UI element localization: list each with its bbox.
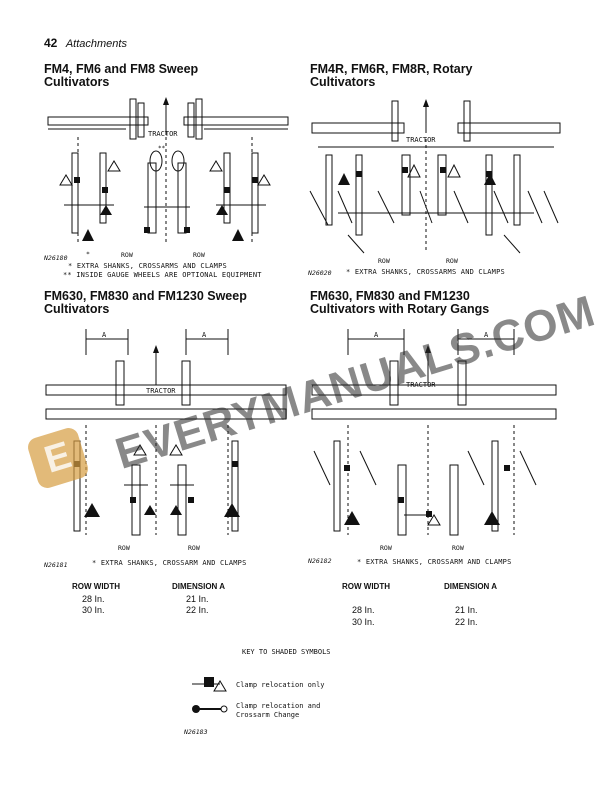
key-item-line: Clamp relocation and	[236, 702, 321, 710]
key-item-clamp-relocation: Clamp relocation only	[236, 681, 325, 689]
optional-marker: **	[158, 145, 166, 152]
row-label: ROW	[452, 544, 464, 552]
table-cell: 30 In.	[352, 617, 375, 627]
tractor-label: TRACTOR	[146, 387, 176, 395]
tractor-label: TRACTOR	[406, 381, 436, 389]
row-label: ROW	[378, 257, 390, 265]
table-header-dimension-a: DIMENSION A	[444, 582, 498, 591]
section-title-fm630-rotary: FM630, FM830 and FM1230 Cultivators with…	[310, 289, 490, 316]
section-name: Attachments	[65, 38, 127, 50]
section-title-fm4: FM4, FM6 and FM8 Sweep Cultivators	[44, 62, 199, 89]
table-cell: 21 In.	[455, 605, 478, 615]
table-cell: 21 In.	[186, 594, 209, 604]
diagram-fm4-sweep: TRACTOR **	[47, 97, 289, 245]
diagram-fm630-rotary: A A TRACTOR	[311, 329, 557, 536]
key-item-crossarm-change: Clamp relocation and Crossarm Change	[236, 702, 320, 720]
row-label: ROW	[121, 251, 133, 259]
table-cell: 22 In.	[455, 617, 478, 627]
page-header: 42 Attachments	[44, 34, 127, 52]
section-title-fm4r: FM4R, FM6R, FM8R, Rotary Cultivators	[310, 62, 473, 89]
row-label: ROW	[446, 257, 458, 265]
table-cell: 30 In.	[82, 605, 105, 615]
clamp-relocation-symbol	[192, 677, 227, 692]
figure-id-key: N26183	[184, 728, 208, 736]
note-extra-shanks: * EXTRA SHANKS, CROSSARMS AND CLAMPS	[346, 268, 505, 276]
row-label: ROW	[380, 544, 392, 552]
row-label: ROW	[193, 251, 205, 259]
star-marker: *	[86, 250, 90, 258]
crossarm-change-symbol	[192, 705, 228, 713]
table-header-dimension-a: DIMENSION A	[172, 582, 226, 591]
dimension-a-label: A	[102, 331, 107, 339]
table-header-row-width: ROW WIDTH	[72, 582, 120, 591]
row-label: ROW	[118, 544, 130, 552]
figure-id-fm4: N26180	[44, 254, 68, 262]
table-cell: 22 In.	[186, 605, 209, 615]
figure-id-fm630-rotary: N26182	[308, 557, 332, 565]
note-gauge-wheels: ** INSIDE GAUGE WHEELS ARE OPTIONAL EQUI…	[63, 271, 262, 279]
tractor-label: TRACTOR	[148, 130, 178, 138]
dimension-a-label: A	[374, 331, 379, 339]
table-header-row-width: ROW WIDTH	[342, 582, 390, 591]
table-cell: 28 In.	[352, 605, 375, 615]
table-cell: 28 In.	[82, 594, 105, 604]
row-label: ROW	[188, 544, 200, 552]
note-extra-shanks: * EXTRA SHANKS, CROSSARM AND CLAMPS	[357, 558, 512, 566]
diagram-fm4r-rotary: TRACTOR	[309, 99, 561, 254]
key-item-line: Crossarm Change	[236, 711, 300, 719]
figure-id-fm4r: N26020	[308, 269, 332, 277]
figure-id-fm630-sweep: N26181	[44, 561, 68, 569]
page-number: 42	[44, 36, 58, 50]
key-title: KEY TO SHADED SYMBOLS	[242, 648, 331, 656]
note-extra-shanks: * EXTRA SHANKS, CROSSARMS AND CLAMPS	[68, 262, 227, 270]
tractor-label: TRACTOR	[406, 136, 436, 144]
note-extra-shanks: * EXTRA SHANKS, CROSSARM AND CLAMPS	[92, 559, 247, 567]
dimension-a-label: A	[202, 331, 207, 339]
section-title-fm630-sweep: FM630, FM830 and FM1230 Sweep Cultivator…	[44, 289, 247, 316]
dimension-a-label: A	[484, 331, 489, 339]
